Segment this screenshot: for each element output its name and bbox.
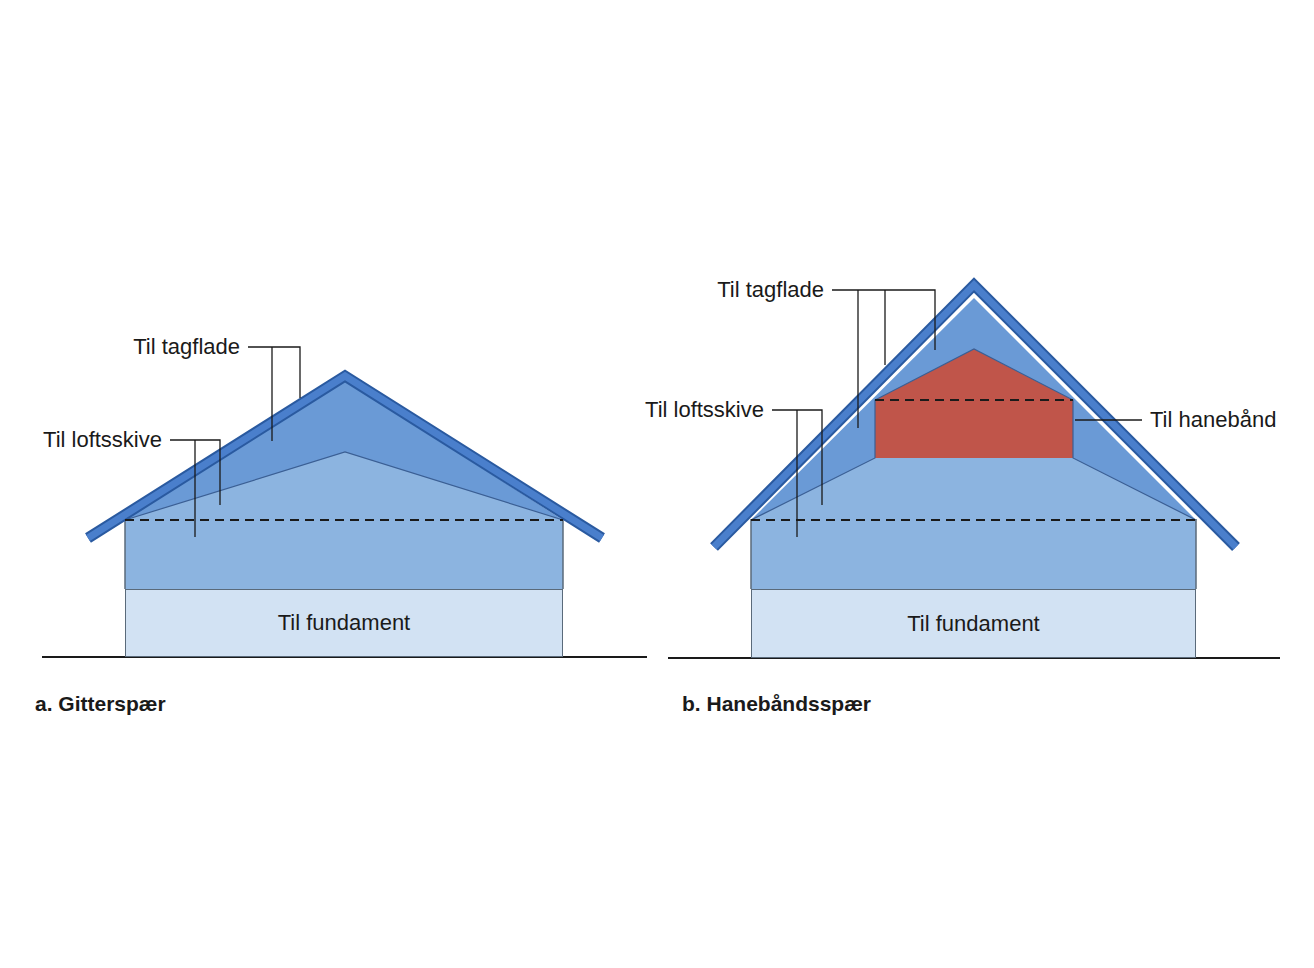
foundation-band: Til fundament bbox=[751, 589, 1196, 658]
callout-label: Til loftsskive bbox=[643, 397, 766, 422]
band-label: Til fundament bbox=[907, 611, 1039, 637]
truss-a bbox=[42, 347, 647, 657]
foundation-band: Til fundament bbox=[125, 589, 563, 657]
figure-caption: b. Hanebåndsspær bbox=[680, 692, 873, 716]
callout-label: Til tagflade bbox=[715, 277, 826, 302]
callout-label: Til loftsskive bbox=[41, 427, 164, 452]
band-label: Til fundament bbox=[278, 610, 410, 636]
figure-caption: a. Gitterspær bbox=[33, 692, 168, 716]
callout-label: Til hanebånd bbox=[1148, 407, 1278, 432]
truss-b bbox=[668, 285, 1280, 658]
callout-label: Til tagflade bbox=[131, 334, 242, 359]
